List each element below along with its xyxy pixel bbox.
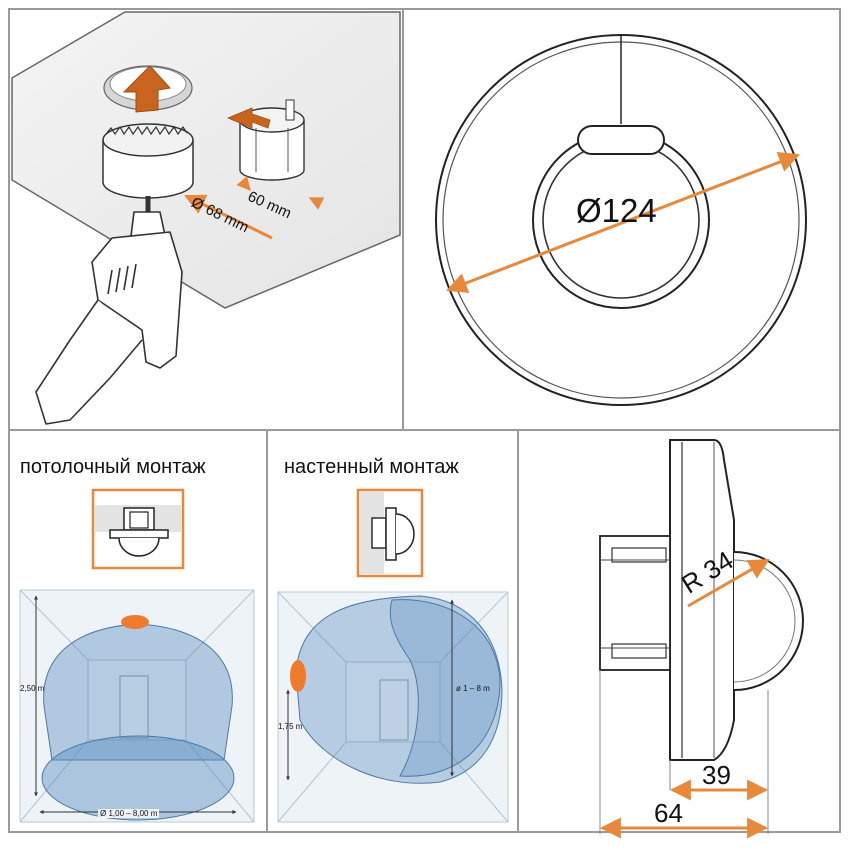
wall-mount-heading: настенный монтаж [284, 456, 459, 478]
ceiling-mount-heading: потолочный монтаж [20, 456, 206, 478]
ceiling-height-label: 2,50 m [20, 684, 45, 693]
sensor-position-marker [121, 615, 149, 629]
motion-sensor-icon [371, 507, 415, 561]
panel-side-profile [599, 439, 804, 839]
insert-arrow-icon [226, 107, 271, 129]
mounting-box-side [599, 535, 671, 671]
cover-side-profile [669, 439, 735, 761]
depth-label-64: 64 [654, 798, 683, 828]
dim-line-diameter [184, 194, 273, 240]
depth-label-39: 39 [702, 760, 731, 790]
hole-saw-icon [102, 123, 194, 220]
panel-frames [8, 8, 841, 833]
dim-line-cover-diameter [446, 152, 800, 293]
panel-wall-mount [277, 488, 509, 823]
ceiling-range-label: Ø 1,00 – 8,00 m [98, 809, 160, 818]
door-icon [119, 675, 149, 739]
up-arrow-icon [122, 65, 171, 113]
wall-height-label: 1,75 m [278, 722, 303, 731]
door-icon [379, 679, 409, 741]
ceiling-slab [11, 11, 401, 309]
panel-drill-installation [11, 11, 401, 425]
sensor-position-marker [290, 660, 306, 692]
motion-sensor-icon [109, 507, 169, 557]
outer-frame [8, 8, 841, 833]
dim-line-radius [687, 558, 770, 608]
panel-ceiling-mount [19, 488, 255, 823]
drill-icon [35, 211, 183, 425]
cover-diameter-label: Ø124 [576, 192, 657, 229]
release-tab [577, 125, 665, 155]
panel-front-view [435, 34, 807, 406]
wall-range-label: ø 1 – 8 m [456, 684, 490, 693]
ceiling-floor-zone [41, 735, 235, 821]
